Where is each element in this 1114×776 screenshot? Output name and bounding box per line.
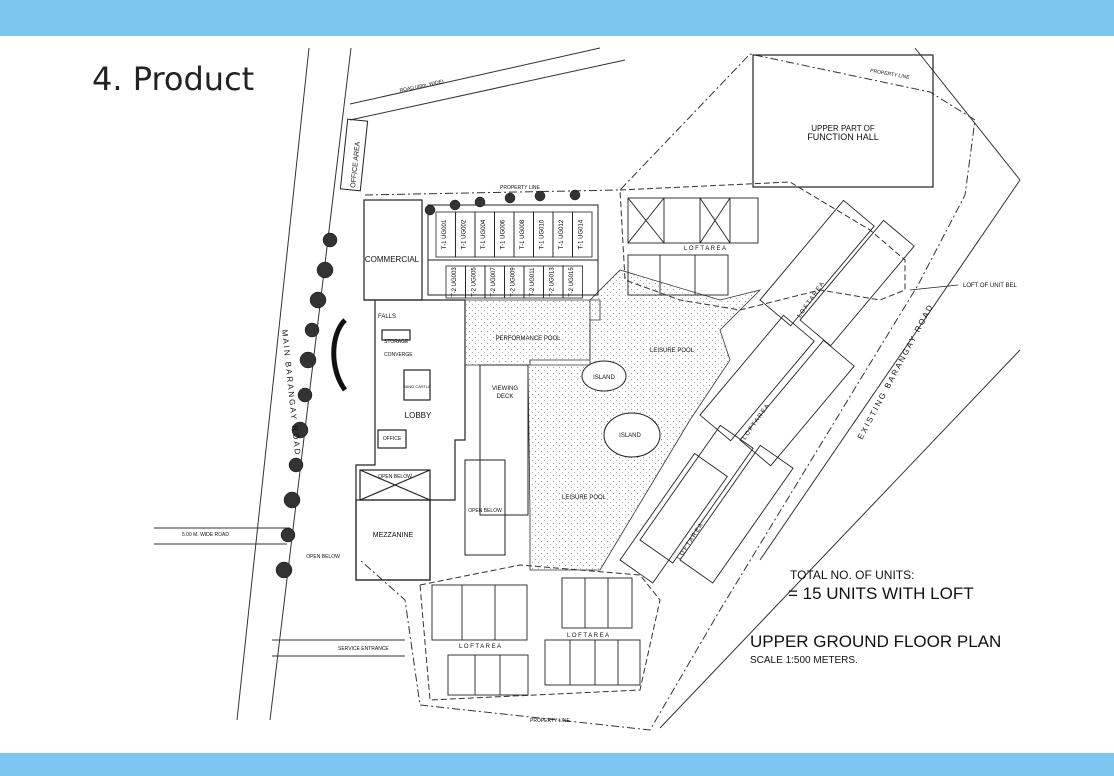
slide-title: 4. Product — [92, 60, 255, 98]
svg-text:SAND CASTLE: SAND CASTLE — [403, 384, 431, 389]
svg-text:CONVERGE: CONVERGE — [384, 352, 413, 358]
function-hall — [752, 54, 934, 188]
svg-text:ISLAND: ISLAND — [593, 375, 615, 381]
performance-pool — [440, 299, 601, 366]
loft-cluster-bottom — [419, 564, 661, 701]
svg-text:FUNCTION HALL: FUNCTION HALL — [807, 132, 879, 142]
svg-text:VIEWING: VIEWING — [492, 386, 518, 392]
svg-text:5.00 M. WIDE ROAD: 5.00 M. WIDE ROAD — [182, 532, 229, 538]
unit-top-label-5: T-1 UG008 — [520, 219, 526, 249]
svg-text:L O F T A R E A: L O F T A R E A — [684, 246, 726, 252]
bottom-loft-units — [431, 577, 641, 696]
svg-text:LEISURE POOL: LEISURE POOL — [562, 495, 607, 501]
svg-text:OPEN BELOW: OPEN BELOW — [378, 474, 412, 480]
unit-bottom-label-3: T-2 UG007 — [491, 267, 497, 297]
unit-top-label-6: T-1 UG010 — [539, 219, 545, 249]
svg-text:OPEN BELOW: OPEN BELOW — [306, 554, 340, 560]
unit-bottom-label-4: T-2 UG009 — [510, 267, 516, 297]
unit-bottom-cell-7 — [562, 265, 583, 299]
trees — [275, 189, 581, 579]
svg-text:SERVICE ENTRANCE: SERVICE ENTRANCE — [338, 646, 389, 652]
svg-text:STORAGE: STORAGE — [384, 339, 409, 345]
svg-text:DECK: DECK — [497, 394, 514, 400]
svg-text:OFFICE AREA: OFFICE AREA — [350, 141, 362, 188]
svg-text:PERFORMANCE POOL: PERFORMANCE POOL — [495, 336, 561, 342]
svg-text:FALLS: FALLS — [378, 314, 396, 320]
unit-top-label-7: T-1 UG012 — [559, 219, 565, 249]
unit-top-label-1: T-1 UG001 — [442, 219, 448, 249]
svg-text:COMMERCIAL: COMMERCIAL — [365, 255, 420, 264]
unit-top-label-2: T-1 UG002 — [461, 219, 467, 249]
unit-top-label-8: T-1 UG014 — [578, 219, 584, 249]
svg-text:ROAD (40m. WIDE): ROAD (40m. WIDE) — [399, 79, 444, 94]
total-units-label: TOTAL NO. OF UNITS: — [790, 568, 915, 582]
svg-text:OPEN BELOW: OPEN BELOW — [468, 508, 502, 514]
main-building — [355, 199, 466, 581]
svg-text:LEISURE POOL: LEISURE POOL — [650, 348, 695, 354]
plan-title: UPPER GROUND FLOOR PLAN — [750, 632, 1002, 651]
svg-text:PROPERTY LINE: PROPERTY LINE — [870, 68, 911, 81]
svg-text:EXISTING BARANGAY ROAD: EXISTING BARANGAY ROAD — [856, 302, 936, 441]
property-line — [359, 53, 976, 731]
svg-text:OFFICE: OFFICE — [383, 436, 402, 442]
total-units-value: = 15 UNITS WITH LOFT — [788, 584, 974, 603]
svg-text:PROPERTY LINE: PROPERTY LINE — [500, 185, 540, 191]
svg-text:LOFT OF UNIT BEL: LOFT OF UNIT BEL — [963, 283, 1017, 289]
svg-text:MEZZANINE: MEZZANINE — [373, 532, 414, 539]
svg-text:PROPERTY LINE: PROPERTY LINE — [530, 718, 570, 724]
svg-text:L O F T A R E A: L O F T A R E A — [567, 633, 609, 639]
top-loft-units — [627, 197, 759, 296]
site-roads — [154, 47, 1021, 729]
unit-bottom-label-1: T-2 UG003 — [452, 267, 458, 297]
unit-top-label-4: T-1 UG006 — [500, 219, 506, 249]
unit-bottom-label-2: T-2 UG005 — [471, 267, 477, 297]
svg-text:ISLAND: ISLAND — [619, 433, 641, 439]
unit-top-label-3: T-1 UG004 — [481, 219, 487, 249]
top-band — [0, 0, 1114, 36]
units-block — [427, 204, 599, 296]
svg-text:UPPER PART OF: UPPER PART OF — [811, 124, 875, 133]
plan-scale: SCALE 1:500 METERS. — [750, 655, 858, 666]
unit-bottom-label-7: T-2 UG015 — [569, 267, 575, 297]
bottom-band — [0, 753, 1114, 776]
unit-top-cell-8 — [572, 211, 593, 258]
unit-bottom-label-6: T-2 UG013 — [549, 267, 555, 297]
svg-text:LOBBY: LOBBY — [405, 411, 432, 420]
unit-bottom-label-5: T-2 UG011 — [530, 267, 536, 297]
svg-text:L O F T A R E A: L O F T A R E A — [459, 644, 501, 650]
loft-cluster-top — [619, 181, 906, 311]
diagonal-loft-units — [619, 199, 915, 584]
svg-text:L O F T A R E A: L O F T A R E A — [797, 281, 826, 319]
